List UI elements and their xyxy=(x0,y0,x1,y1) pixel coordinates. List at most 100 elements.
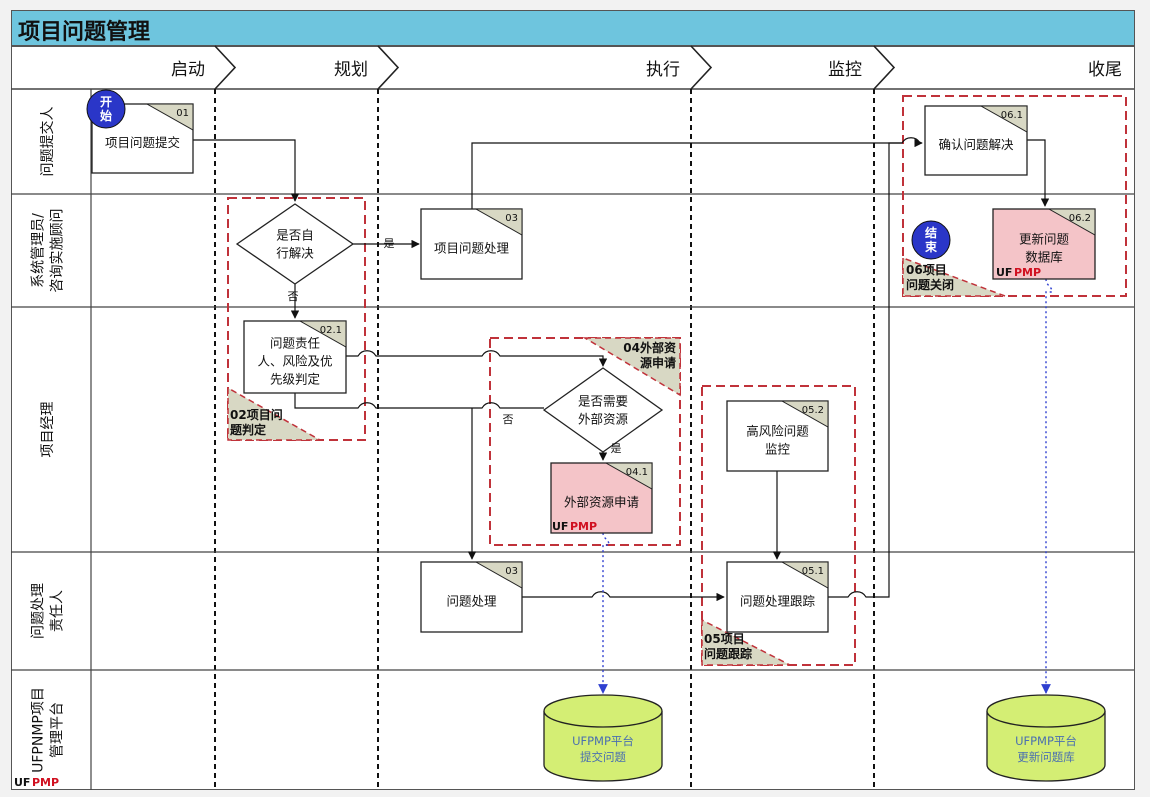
ufpmp-logo-uf: UF xyxy=(552,520,568,533)
node-judge-label: 先级判定 xyxy=(270,371,320,386)
node-extreq-corner xyxy=(604,462,653,490)
node-updatedb-corner xyxy=(1047,208,1096,236)
edge-submit-to-decision xyxy=(193,139,300,202)
edge-judge-to-ext xyxy=(346,350,608,367)
node-extreq-number: 04.1 xyxy=(626,467,648,478)
decision-ext-label: 是否需要 xyxy=(578,393,628,408)
ufpmp-logo-uf: UF xyxy=(996,266,1012,279)
edge-updatedb-to-db xyxy=(1041,278,1053,694)
edge-label-yes: 是 xyxy=(384,237,395,250)
node-resolve-corner xyxy=(474,208,523,236)
node-highrisk-corner xyxy=(780,400,829,428)
group-04-border xyxy=(489,337,681,546)
lane-label: 责任人 xyxy=(50,590,66,632)
phase-chevron xyxy=(873,45,896,90)
node-submit-label: 项目问题提交 xyxy=(105,135,180,150)
node-confirm-label: 确认问题解决 xyxy=(938,137,1014,152)
decision-self-label: 行解决 xyxy=(276,245,314,260)
group-02-label: 题判定 xyxy=(230,422,266,437)
edge-resolve-to-confirm xyxy=(471,137,923,209)
group-02-label: 02项目问 xyxy=(230,407,283,422)
decision-self-shape xyxy=(235,203,355,285)
group-06-border xyxy=(902,95,1127,297)
group-04-label: 04外部资 xyxy=(623,340,676,355)
group-04-tab xyxy=(582,337,681,397)
database-update-top xyxy=(986,694,1106,728)
group-05-label: 问题跟踪 xyxy=(704,646,752,661)
page-title: 项目问题管理 xyxy=(18,20,151,45)
phase-label: 执行 xyxy=(646,60,680,80)
ufpmp-logo-pmp: PMP xyxy=(570,520,597,533)
phase-label: 规划 xyxy=(334,60,368,80)
edge-confirm-to-updatedb xyxy=(1027,139,1050,207)
node-confirm-number: 06.1 xyxy=(1001,110,1023,121)
phase-chevron xyxy=(214,45,237,90)
phase-label: 监控 xyxy=(828,60,862,80)
group-06-tab xyxy=(902,256,1006,297)
title-bar: 项目问题管理 xyxy=(11,10,1135,46)
group-05-label: 05项目 xyxy=(704,632,745,646)
edge-handle-to-track xyxy=(522,591,725,602)
node-judge-corner xyxy=(298,320,347,348)
node-handle-corner xyxy=(474,561,523,589)
edge-no-branch xyxy=(294,393,544,409)
group-05-tab xyxy=(701,618,791,666)
node-submit-corner xyxy=(145,103,194,131)
group-06-label: 06项目 xyxy=(906,263,947,277)
phase-chevron xyxy=(690,45,713,90)
ufpmp-logo-pmp: PMP xyxy=(32,776,59,789)
database-submit-label: 提交问题 xyxy=(580,750,626,764)
database-submit-body xyxy=(543,711,663,782)
edge-label-yes: 是 xyxy=(611,442,622,455)
node-highrisk-label: 监控 xyxy=(765,441,791,456)
phase-label: 启动 xyxy=(171,60,205,80)
edge-track-to-confirm xyxy=(828,142,902,598)
lane-label: 系统管理员/ xyxy=(31,213,47,288)
node-handle-number: 03 xyxy=(505,566,518,577)
lane-label: 问题提交人 xyxy=(39,107,56,177)
lane-label: 管理平台 xyxy=(50,702,66,758)
node-judge-label: 人、风险及优 xyxy=(257,353,332,368)
node-resolve-number: 03 xyxy=(505,213,518,224)
node-highrisk-number: 05.2 xyxy=(802,405,824,416)
node-extreq-label: 外部资源申请 xyxy=(564,494,639,509)
decision-ext-label: 外部资源 xyxy=(578,411,629,426)
node-confirm-corner xyxy=(979,105,1028,133)
edge-label-no: 否 xyxy=(288,290,299,303)
lane-label: 问题处理 xyxy=(31,583,47,639)
node-judge-label: 问题责任 xyxy=(270,335,320,350)
decision-self-label: 是否自 xyxy=(276,227,314,242)
end-label: 束 xyxy=(924,239,938,254)
node-highrisk-label: 高风险问题 xyxy=(746,423,809,438)
end-circle xyxy=(911,220,951,260)
node-submit-number: 01 xyxy=(176,108,189,119)
node-handle-label: 问题处理 xyxy=(446,593,497,608)
start-circle xyxy=(86,89,126,129)
decision-ext-shape xyxy=(542,367,664,453)
database-update-label: UFPMP平台 xyxy=(1015,734,1077,748)
group-04-label: 源申请 xyxy=(640,355,676,370)
ufpmp-logo-pmp: PMP xyxy=(1014,266,1041,279)
edge-extreq-to-db xyxy=(598,532,610,694)
node-updatedb-label: 更新问题 xyxy=(1019,231,1070,246)
edge-label-no: 否 xyxy=(503,413,514,426)
phase-chevron xyxy=(377,45,400,90)
end-label: 结 xyxy=(925,225,937,240)
lane-label: 咨询实施顾问 xyxy=(50,209,66,293)
start-label: 始 xyxy=(100,108,112,123)
node-track-corner xyxy=(780,561,829,589)
group-02-border xyxy=(227,197,366,441)
node-track-label: 问题处理跟踪 xyxy=(740,593,816,608)
node-updatedb-label: 数据库 xyxy=(1025,249,1063,264)
node-judge-number: 02.1 xyxy=(320,325,342,336)
database-submit-label: UFPMP平台 xyxy=(572,734,634,748)
node-track-number: 05.1 xyxy=(802,566,824,577)
lane-label: 项目经理 xyxy=(40,402,56,458)
ufpmp-logo-uf: UF xyxy=(14,776,30,789)
start-label: 开 xyxy=(100,95,112,109)
node-updatedb-number: 06.2 xyxy=(1069,213,1091,224)
node-resolve-label: 项目问题处理 xyxy=(434,240,510,255)
group-06-label: 问题关闭 xyxy=(906,277,954,292)
database-update-body xyxy=(986,711,1106,782)
